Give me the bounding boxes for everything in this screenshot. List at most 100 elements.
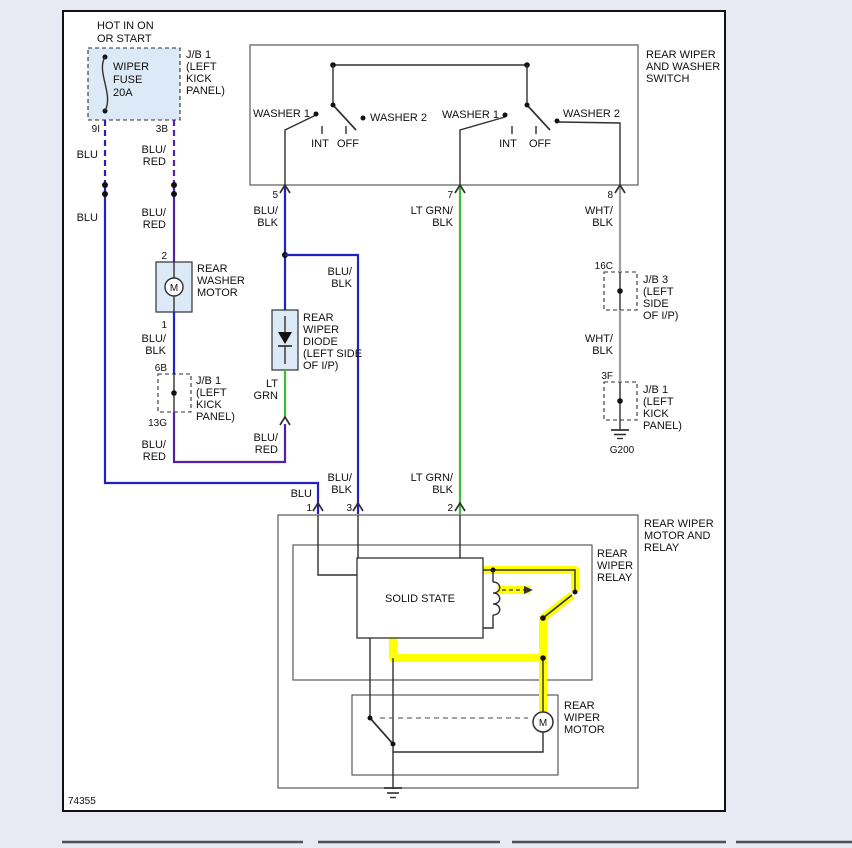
- jb1-label: KICK: [643, 408, 669, 420]
- connector-dot: [102, 182, 108, 188]
- diode-symbol: [278, 316, 292, 364]
- wire-label-blu-red: BLU/: [254, 432, 279, 444]
- connector-arrow-icon: [454, 501, 466, 512]
- motor-return-wire: [393, 732, 544, 753]
- connector-arrows: [279, 183, 626, 512]
- wire-label-blu-red: RED: [255, 444, 278, 456]
- relay-contact-feed: [483, 569, 576, 590]
- relay-box-title: RELAY: [644, 542, 680, 554]
- relay-sub-title: RELAY: [597, 572, 633, 584]
- pin8-link: [558, 121, 621, 185]
- pin-label-3: 3: [346, 503, 352, 514]
- connector-dot: [102, 191, 108, 197]
- motor-m-glyph: M: [539, 718, 547, 729]
- pin-label: 1: [161, 320, 167, 331]
- hot-feed-label: OR START: [97, 33, 152, 45]
- pin-label: 2: [161, 251, 167, 262]
- washer-motor-title: WASHER: [197, 275, 245, 287]
- relay-blade: [542, 594, 573, 619]
- wire-label-wht-blk: WHT/: [585, 205, 614, 217]
- rear-wiper-relay-inner-box: [292, 544, 593, 681]
- ground-label-g200: G200: [610, 445, 635, 456]
- contact-dot: [390, 741, 396, 747]
- pin-label-13g: 13G: [148, 418, 167, 429]
- wire-label-lt-grn: LT: [266, 378, 278, 390]
- switch-pos-int: INT: [311, 138, 329, 150]
- relay-box-title: REAR WIPER: [644, 518, 714, 530]
- switch-internals: [284, 62, 621, 185]
- wire-label-blu: BLU: [291, 488, 312, 500]
- switch-pos-int: INT: [499, 138, 517, 150]
- wire-label-blu-blk: BLU/: [254, 205, 279, 217]
- switch-pos-off: OFF: [337, 138, 359, 150]
- wire-label-blu-blk: BLK: [257, 217, 278, 229]
- harness-wires: [102, 120, 622, 514]
- wire-label-blu-red: RED: [143, 156, 166, 168]
- wire-label-blu-blk: BLU/: [328, 266, 353, 278]
- switch-title: AND WASHER: [646, 61, 720, 73]
- wire-label-blu-red: RED: [143, 451, 166, 463]
- wire-label-blu-red: RED: [143, 219, 166, 231]
- fuse-label: WIPER: [113, 61, 149, 73]
- switch1-blade: [332, 104, 357, 131]
- wire-label-lt-grn-blk: BLK: [432, 484, 453, 496]
- pin-label-1: 1: [306, 503, 312, 514]
- relay-pin1-wire: [317, 515, 357, 576]
- switch2-blade: [526, 104, 551, 131]
- figure-number: 74355: [68, 796, 96, 807]
- jb-dot: [617, 398, 623, 404]
- jb3-label: SIDE: [643, 298, 669, 310]
- jb1-label: J/B 1: [643, 384, 668, 396]
- wiper-motor-title: WIPER: [564, 712, 600, 724]
- wire-label-lt-grn-blk: BLK: [432, 217, 453, 229]
- jb1-label: KICK: [186, 73, 212, 85]
- rear-wiper-motor-box: [351, 694, 559, 776]
- pin7-link: [459, 116, 506, 185]
- jb1-label: J/B 1: [196, 375, 221, 387]
- jb3-label: (LEFT: [643, 286, 674, 298]
- switch-pos-washer2: WASHER 2: [563, 108, 620, 120]
- jb-dot: [617, 288, 623, 294]
- wire-label-blu-blk: BLK: [331, 484, 352, 496]
- wire-label-lt-grn-blk: LT GRN/: [411, 205, 454, 217]
- wire-label-blu-blk: BLK: [145, 345, 166, 357]
- jb1-label: KICK: [196, 399, 222, 411]
- jb-dot: [171, 390, 177, 396]
- jb3-label: OF I/P): [643, 310, 678, 322]
- wire-label-blu-red: BLU/: [142, 207, 167, 219]
- motor-m-glyph: M: [170, 283, 178, 294]
- pivot-dot: [524, 102, 530, 108]
- wiper-motor-relay-box: [277, 514, 639, 789]
- coil-lead: [483, 615, 494, 629]
- diode-title: OF I/P): [303, 360, 338, 372]
- fuse-symbol: [101, 54, 109, 114]
- jb1-label: PANEL): [643, 420, 682, 432]
- contact-dot: [313, 111, 319, 117]
- fuse-label: 20A: [113, 87, 133, 99]
- connector-arrow-icon: [279, 183, 291, 194]
- pin5-link: [284, 114, 317, 185]
- pin-label-9i: 9I: [92, 124, 100, 135]
- pin-label-2: 2: [447, 503, 453, 514]
- switch-title: REAR WIPER: [646, 49, 716, 61]
- jb3-label: J/B 3: [643, 274, 668, 286]
- contact-dot: [360, 115, 366, 121]
- jb1-label: (LEFT: [186, 61, 217, 73]
- wiper-motor-title: MOTOR: [564, 724, 605, 736]
- wire-label-blu-blk: BLK: [331, 278, 352, 290]
- rear-wiper-motor-internals: [367, 711, 554, 799]
- park-switch-blade: [369, 717, 394, 745]
- hot-feed-label: HOT IN ON: [97, 20, 154, 32]
- wire-label-blu-red: BLU/: [142, 439, 167, 451]
- pin-label-16c: 16C: [595, 261, 613, 272]
- diode-title: (LEFT SIDE: [303, 348, 362, 360]
- pivot-dot: [330, 102, 336, 108]
- washer-motor-title: REAR: [197, 263, 228, 275]
- wire-label-blu-red: BLU/: [142, 144, 167, 156]
- wire-label-blu: BLU: [77, 212, 98, 224]
- switch-pos-off: OFF: [529, 138, 551, 150]
- connector-arrow-icon: [614, 183, 626, 194]
- connector-arrow-icon: [279, 415, 291, 426]
- pin-label-8: 8: [607, 190, 613, 201]
